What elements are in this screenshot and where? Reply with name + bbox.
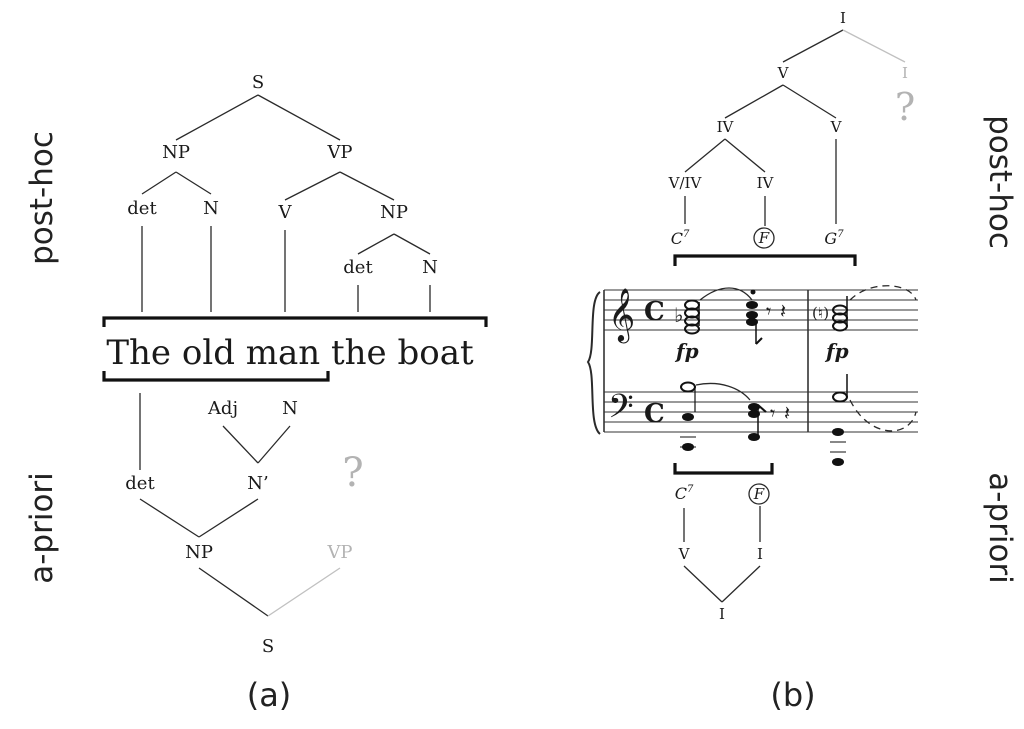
dashed-tie-treble bbox=[849, 285, 917, 301]
music-score: 𝄞 𝄢 C C ♭ 𝄾 𝄽 bbox=[586, 285, 918, 466]
dashed-tie-bass bbox=[849, 399, 917, 432]
bass-clef-icon: 𝄢 bbox=[608, 388, 634, 434]
node-n: N bbox=[282, 398, 298, 419]
quarter-rest-icon: 𝄽 bbox=[780, 299, 786, 323]
panel-a: post-hoc a-priori S NP VP det N V NP det… bbox=[24, 72, 488, 714]
eighth-rest-bass-icon: 𝄾 bbox=[770, 401, 775, 425]
node-s: S bbox=[262, 636, 274, 657]
time-signature-treble: C bbox=[644, 297, 665, 327]
node-root-i: I bbox=[719, 605, 725, 623]
panel-b-post-hoc-tree: I V I ? IV V V/IV IV C7 F G7 bbox=[668, 9, 915, 249]
edge-lines bbox=[684, 29, 844, 226]
edge-lines bbox=[139, 393, 291, 617]
quarter-rest-bass-icon: 𝄽 bbox=[784, 401, 790, 425]
slur-bass bbox=[695, 382, 751, 401]
time-signature-bass: C bbox=[644, 399, 665, 429]
score-top-bracket bbox=[673, 254, 857, 266]
node-det: det bbox=[127, 198, 157, 219]
faded-edge bbox=[842, 29, 906, 63]
edge-lines bbox=[683, 506, 761, 603]
panel-b-caption: (b) bbox=[770, 676, 815, 714]
node-v-of-iv: V/IV bbox=[668, 174, 703, 192]
flat-accidental: ♭ bbox=[674, 303, 683, 327]
chord-label-c7: C7 bbox=[675, 484, 694, 503]
node-i-faded: I bbox=[902, 64, 908, 82]
question-mark: ? bbox=[895, 85, 915, 129]
node-iv: IV bbox=[717, 118, 735, 136]
eighth-rest-icon: 𝄾 bbox=[766, 299, 771, 323]
node-v: V bbox=[777, 64, 790, 82]
node-det2: det bbox=[343, 257, 373, 278]
bottom-bracket bbox=[102, 371, 330, 382]
dynamic-fp-2: fp bbox=[824, 339, 849, 363]
node-s: S bbox=[252, 72, 264, 93]
slur-treble bbox=[699, 287, 753, 301]
treble-chord-2 bbox=[746, 289, 763, 345]
panel-a-post-hoc-tree: S NP VP det N V NP det N bbox=[127, 72, 438, 312]
panel-a-caption: (a) bbox=[247, 676, 292, 714]
node-np: NP bbox=[185, 542, 213, 563]
node-nbar: N’ bbox=[247, 473, 268, 494]
node-n: N bbox=[203, 198, 219, 219]
node-vp-faded: VP bbox=[326, 542, 352, 563]
circle-marker bbox=[748, 483, 770, 505]
panel-a-post-hoc-label: post-hoc bbox=[24, 131, 60, 265]
edge-lines bbox=[141, 94, 431, 312]
bass-staff bbox=[604, 391, 918, 433]
panel-b-a-priori-tree: C7 F V I I bbox=[675, 483, 770, 623]
panel-a-a-priori-label: a-priori bbox=[24, 472, 60, 584]
node-iv2: IV bbox=[757, 174, 775, 192]
node-n2: N bbox=[422, 257, 438, 278]
node-np2: NP bbox=[380, 202, 408, 223]
natural-accidental: (♮) bbox=[812, 304, 829, 322]
circle-marker bbox=[753, 227, 775, 249]
faded-edge bbox=[267, 567, 341, 617]
bass-chord-2 bbox=[748, 403, 767, 441]
node-v: V bbox=[678, 545, 691, 563]
chord-label-f: F bbox=[758, 229, 770, 247]
sentence: The old man the boat bbox=[106, 333, 474, 373]
panel-b-a-priori-label: a-priori bbox=[982, 472, 1018, 584]
chord-label-c7: C7 bbox=[671, 229, 690, 248]
system-brace bbox=[586, 291, 601, 435]
node-i: I bbox=[757, 545, 763, 563]
treble-chord-1 bbox=[684, 299, 700, 335]
panel-b-post-hoc-label: post-hoc bbox=[982, 115, 1018, 249]
node-adj: Adj bbox=[207, 398, 238, 419]
chord-label-g7: G7 bbox=[824, 229, 844, 248]
panel-b: post-hoc a-priori I V I ? IV V V/IV IV C… bbox=[586, 9, 1018, 714]
treble-clef-icon: 𝄞 bbox=[608, 287, 635, 343]
bass-chord-1 bbox=[680, 381, 696, 451]
score-bottom-bracket bbox=[673, 463, 774, 475]
node-v: V bbox=[278, 202, 293, 223]
node-np: NP bbox=[162, 142, 190, 163]
node-root-i: I bbox=[840, 9, 846, 27]
chord-label-f: F bbox=[753, 485, 765, 503]
node-det: det bbox=[125, 473, 155, 494]
node-v2: V bbox=[830, 118, 843, 136]
treble-chord-3 bbox=[832, 296, 848, 332]
node-vp: VP bbox=[326, 142, 352, 163]
panel-a-a-priori-tree: Adj N N’ det NP VP S ? bbox=[125, 393, 364, 657]
dynamic-fp-1: fp bbox=[674, 339, 699, 363]
top-bracket bbox=[102, 316, 488, 327]
question-mark: ? bbox=[342, 450, 363, 496]
bass-chord-3 bbox=[830, 374, 848, 466]
